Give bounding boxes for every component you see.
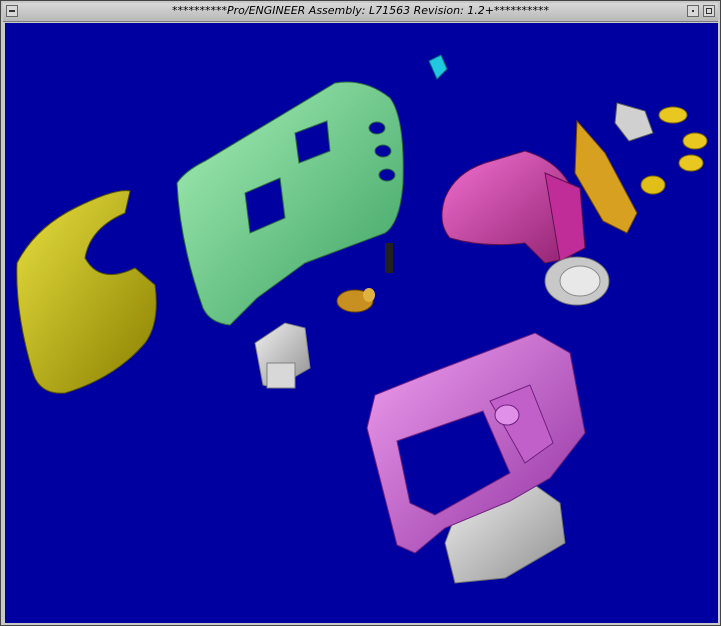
title-bar[interactable]: **********Pro/ENGINEER Assembly: L71563 …: [3, 3, 718, 22]
cyan-clip-part[interactable]: [428, 54, 448, 80]
assembly-graphic: [16, 54, 708, 584]
orange-pcb-part[interactable]: [574, 119, 638, 234]
yellow-cover-part[interactable]: [16, 190, 157, 394]
white-connector-part[interactable]: [254, 322, 311, 389]
speaker-part[interactable]: [544, 256, 610, 306]
cable-part[interactable]: [385, 243, 393, 273]
gold-knobs-part[interactable]: [640, 106, 708, 195]
minimize-button[interactable]: [687, 5, 699, 17]
maximize-button[interactable]: [703, 5, 715, 17]
pink-front-frame-part[interactable]: [366, 332, 586, 554]
magenta-bracket-part[interactable]: [441, 150, 586, 264]
window-title: **********Pro/ENGINEER Assembly: L71563 …: [171, 4, 550, 17]
bronze-bullet-part[interactable]: [336, 288, 375, 313]
header-connector-part[interactable]: [614, 102, 654, 142]
green-housing-part[interactable]: [176, 81, 404, 326]
window-menu-button[interactable]: [6, 5, 18, 17]
model-viewport[interactable]: [5, 23, 718, 623]
